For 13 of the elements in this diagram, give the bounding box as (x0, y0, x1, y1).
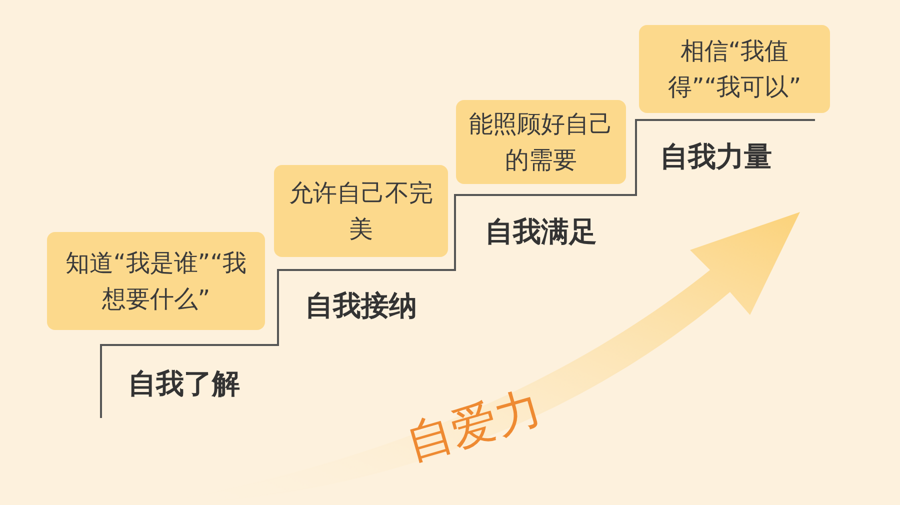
text-box (639, 25, 830, 113)
step-label: 自我满足 (485, 214, 597, 250)
step-label: 自我了解 (128, 366, 240, 402)
text-box (47, 232, 265, 330)
box-text: 知道“我是谁”“我想要什么” (64, 248, 248, 315)
step-label: 自我接纳 (305, 288, 417, 324)
step-label: 自我力量 (660, 139, 772, 175)
box-text: 能照顾好自己的需要 (468, 109, 614, 176)
box-text: 允许自己不完美 (288, 178, 434, 245)
text-box (274, 165, 448, 257)
text-box (456, 100, 626, 184)
arrow-label: 自爱力 (399, 379, 548, 472)
box-text: 相信“我值得”“我可以” (666, 36, 802, 103)
